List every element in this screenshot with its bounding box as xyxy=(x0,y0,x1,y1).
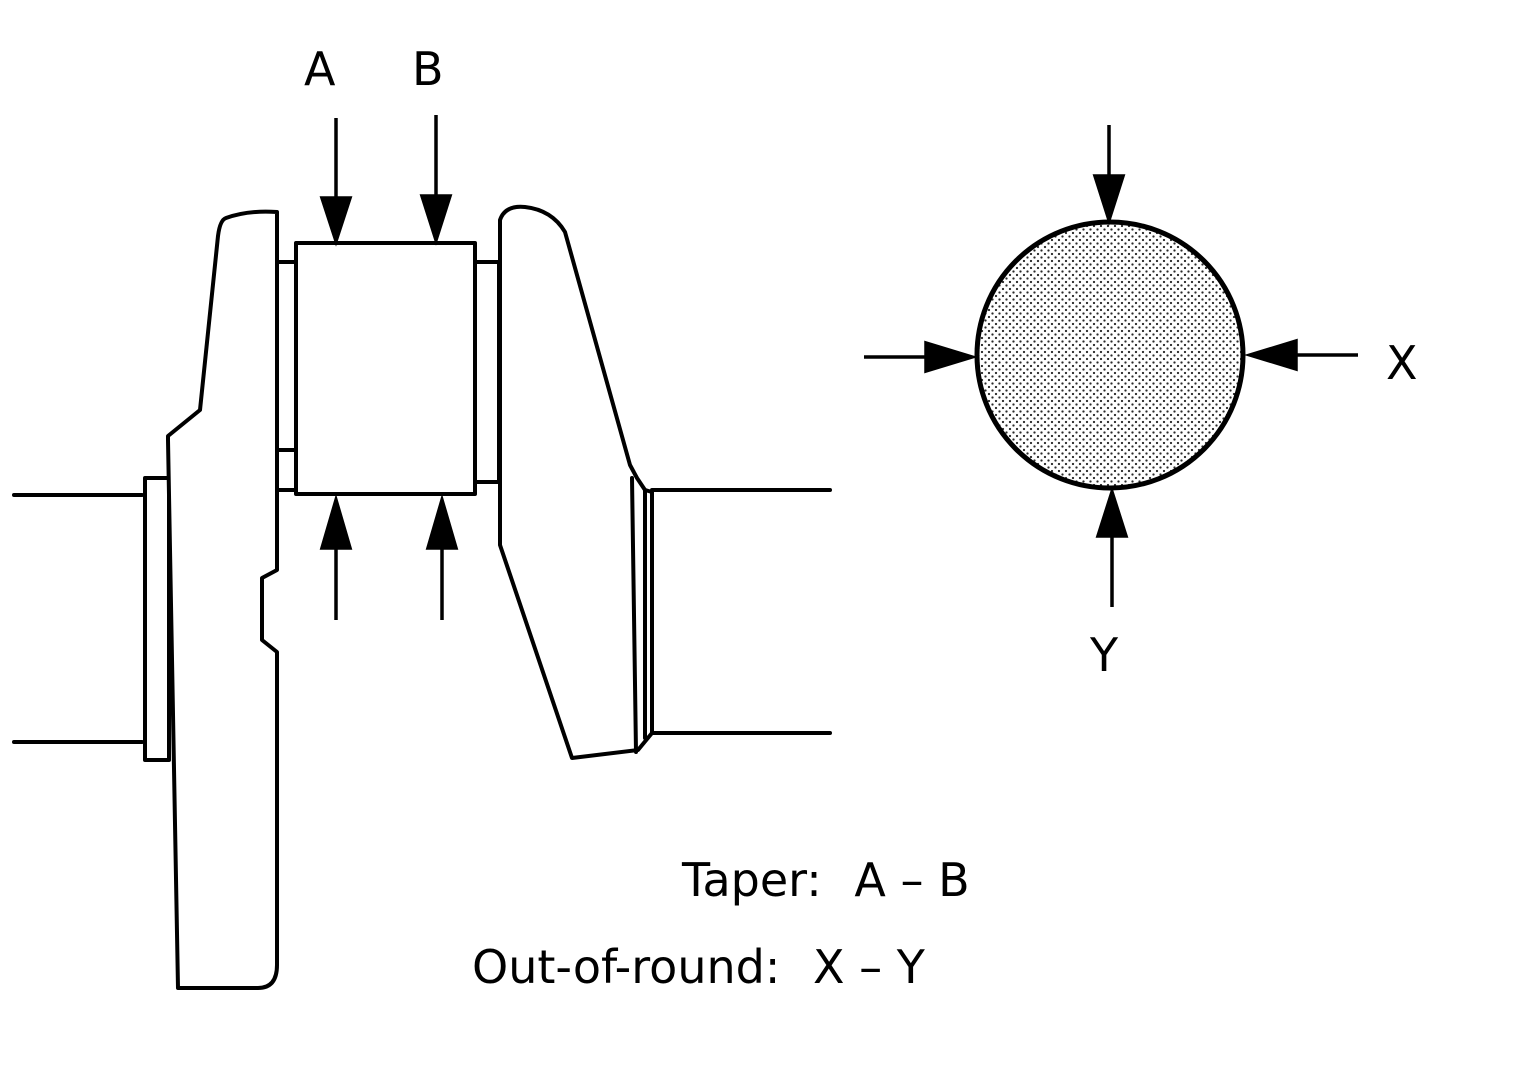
taper-expression: A – B xyxy=(854,853,970,907)
left-crank-web xyxy=(166,209,279,990)
crankpin-washer-left xyxy=(275,260,298,492)
arrow-b-top-head xyxy=(419,194,453,246)
arrow-bottom-head xyxy=(1095,486,1129,538)
label-y: Y xyxy=(1090,628,1119,682)
right-collar-line-1 xyxy=(630,476,638,754)
arrow-a-bottom-head xyxy=(319,493,353,550)
arrow-left-head xyxy=(924,340,979,374)
label-a: A xyxy=(304,42,336,96)
crankpin-journal xyxy=(294,241,477,496)
out-of-round-formula: Out-of-round: X – Y xyxy=(472,944,925,990)
right-crank-web xyxy=(498,204,654,760)
arrow-b-bottom-head xyxy=(425,493,459,550)
taper-label: Taper: xyxy=(682,853,822,907)
arrow-top-head xyxy=(1092,174,1126,226)
crankpin-washer-right xyxy=(473,260,501,484)
out-of-round-expression: X – Y xyxy=(812,940,925,994)
left-collar xyxy=(143,476,171,762)
arrow-a-top-head xyxy=(319,196,353,247)
arrow-right-head xyxy=(1243,338,1298,372)
out-of-round-label: Out-of-round: xyxy=(472,940,781,994)
label-x: X xyxy=(1386,336,1418,390)
taper-formula: Taper: A – B xyxy=(682,857,970,903)
journal-cross-section xyxy=(974,219,1246,491)
label-b: B xyxy=(412,42,444,96)
